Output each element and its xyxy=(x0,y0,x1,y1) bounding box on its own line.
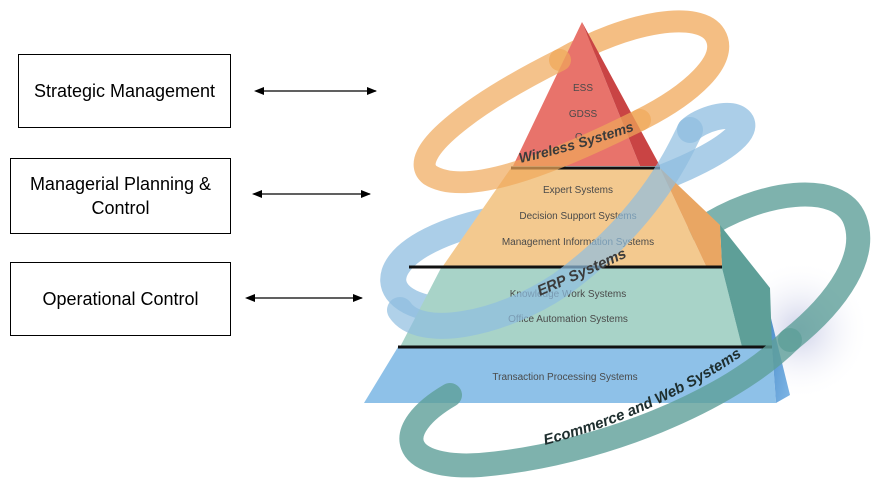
tier-1-item-2: GDSS xyxy=(569,109,598,120)
operational-control-box: Operational Control xyxy=(10,262,231,336)
tier-3-item-2: Office Automation Systems xyxy=(508,314,628,325)
tier-2-item-1: Expert Systems xyxy=(543,185,613,196)
operational-control-label: Operational Control xyxy=(42,288,199,309)
managerial-planning-box: Managerial Planning & Control xyxy=(10,158,231,234)
managerial-planning-label-line2: Control xyxy=(91,198,150,218)
tier-1-item-1: ESS xyxy=(573,83,593,94)
teal-ring-back xyxy=(688,182,871,352)
managerial-planning-label-line1: Managerial Planning & xyxy=(29,173,212,194)
strategic-management-label: Strategic Management xyxy=(33,80,216,101)
strategic-management-box: Strategic Management xyxy=(18,54,231,128)
tier-2-item-3: Management Information Systems xyxy=(502,237,654,248)
orange-ring-front xyxy=(413,49,651,194)
tier-2-item-2: Decision Support Systems xyxy=(519,211,636,222)
tier-4-item-1: Transaction Processing Systems xyxy=(492,372,637,383)
tier-3-side xyxy=(720,225,772,347)
blue-ring-front xyxy=(387,117,703,339)
tier-2-side xyxy=(660,168,722,266)
tier-4-face xyxy=(364,347,776,403)
teal-ring-front xyxy=(399,328,802,478)
orange-ring-back xyxy=(549,10,730,131)
